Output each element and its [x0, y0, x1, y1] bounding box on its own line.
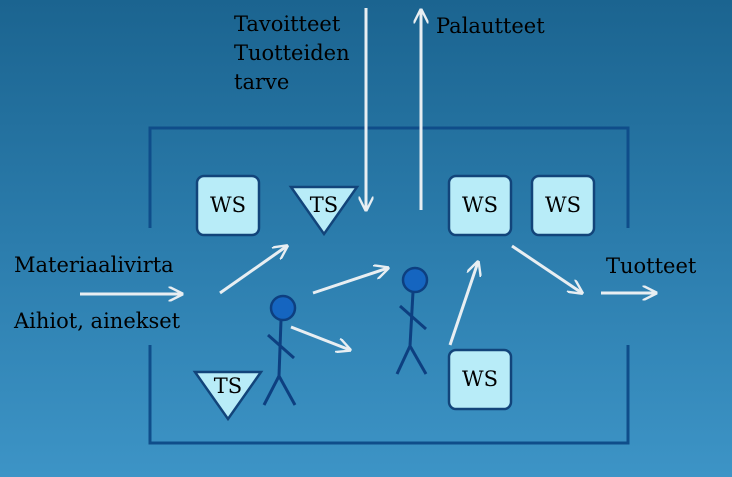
system-frame [148, 126, 630, 445]
feedback-label: Palautteet [436, 14, 545, 38]
product-need-label-line1: Tuotteiden [234, 41, 350, 65]
ws-node-1-label: WS [210, 193, 246, 217]
ts-node-2-label: TS [214, 374, 242, 398]
frame-bottom [148, 345, 630, 445]
worker-icon-1 [262, 294, 297, 406]
arrow-ws4-to-ws2 [448, 262, 478, 346]
ws-node-4: WS [447, 348, 513, 411]
arrow-worker1-to-mid [290, 325, 350, 350]
arrow-to-ts1 [219, 246, 287, 295]
frame-top [148, 126, 630, 228]
ts-node-2: TS [192, 370, 264, 422]
arrow-to-worker2 [312, 268, 388, 295]
ws-node-3-label: WS [545, 193, 581, 217]
arrow-ws2-to-out [511, 244, 582, 293]
ws-node-3: WS [530, 174, 596, 237]
product-need-label-line2: tarve [234, 70, 290, 94]
ws-node-2-label: WS [462, 193, 498, 217]
ws-node-1: WS [195, 174, 261, 237]
ts-node-1-label: TS [310, 193, 338, 217]
products-label: Tuotteet [606, 254, 697, 278]
ws-node-4-label: WS [462, 367, 498, 391]
ts-node-1: TS [288, 185, 360, 237]
flow-arrows [80, 8, 656, 350]
ws-node-2: WS [447, 174, 513, 237]
material-flow-label: Materiaalivirta [14, 253, 174, 277]
worker-icon-2 [395, 266, 429, 375]
goals-label: Tavoitteet [234, 12, 341, 36]
raw-materials-label: Aihiot, ainekset [14, 309, 181, 333]
